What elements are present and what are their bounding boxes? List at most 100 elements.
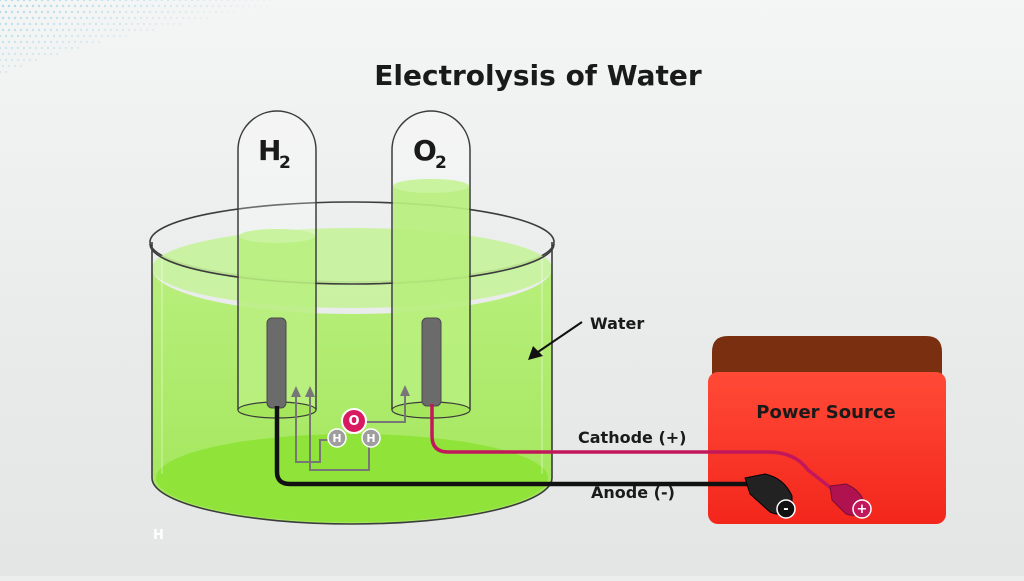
decorative-dot [208,10,212,14]
decorative-dot [169,4,173,8]
decorative-dot [73,4,77,8]
decorative-dot [166,0,170,2]
decorative-dot [0,10,2,14]
decorative-dot [88,10,92,14]
decorative-dot [22,0,26,2]
cathode-electrode [421,317,442,407]
decorative-dot [22,58,26,62]
decorative-dot [121,28,125,32]
decorative-dot [94,10,98,14]
decorative-dot [58,0,62,2]
decorative-dot [55,16,59,20]
decorative-dot [118,10,122,14]
decorative-dot [61,16,65,20]
decorative-dot [10,10,14,14]
decorative-dot [151,16,155,20]
decorative-dot [73,16,77,20]
decorative-dot [79,40,83,44]
decorative-dot [7,64,11,68]
decorative-dot [76,0,80,2]
decorative-dot [115,16,119,20]
decorative-dot [205,16,209,20]
decorative-dot [31,4,35,8]
decorative-dot [118,22,122,26]
oxygen-formula-subscript: 2 [435,153,447,173]
decorative-dot [25,4,29,8]
decorative-dot [25,52,29,56]
decorative-dot [7,52,11,56]
decorative-dot-pattern [0,0,284,74]
decorative-dot [28,34,32,38]
decorative-dot [25,40,29,44]
decorative-dot [160,10,164,14]
decorative-dot [124,34,128,38]
decorative-dot [0,0,2,2]
decorative-dot [172,10,176,14]
decorative-dot [247,4,251,8]
decorative-dot [130,0,134,2]
positive-terminal-symbol: + [857,502,868,517]
decorative-dot [64,0,68,2]
decorative-dot [64,46,68,50]
decorative-dot [193,4,197,8]
decorative-dot [4,58,8,62]
decorative-dot [226,10,230,14]
decorative-dot [22,46,26,50]
decorative-dot [151,28,155,32]
decorative-dot [259,4,263,8]
decorative-dot [70,46,74,50]
decorative-dot [31,52,35,56]
decorative-dot [97,16,101,20]
decorative-dot [166,10,170,14]
decorative-dot [136,22,140,26]
decorative-dot [49,4,53,8]
decorative-dot [217,4,221,8]
decorative-dot [154,10,158,14]
decorative-dot [58,46,62,50]
decorative-dot [205,4,209,8]
decorative-dot [268,0,272,2]
decorative-dot [154,22,158,26]
decorative-dot [169,16,173,20]
decorative-dot [112,0,116,2]
decorative-dot [58,34,62,38]
decorative-dot [118,0,122,2]
decorative-dot [37,28,41,32]
anode-clip: - [744,473,796,519]
diagram-title: Electrolysis of Water [374,59,702,92]
decorative-dot [46,0,50,2]
decorative-dot [76,46,80,50]
decorative-dot [46,10,50,14]
decorative-dot [115,28,119,32]
decorative-dot [100,34,104,38]
anode-electrode [266,317,287,409]
decorative-dot [145,16,149,20]
hydrogen-formula: H [258,134,281,167]
decorative-dot [238,0,242,2]
decorative-dot [19,52,23,56]
decorative-dot [229,4,233,8]
oxygen-test-tube: O 2 [391,110,471,419]
decorative-dot [130,22,134,26]
decorative-dot [31,16,35,20]
power-source-label: Power Source [756,402,895,423]
decorative-dot [256,0,260,2]
decorative-dot [91,4,95,8]
decorative-dot [34,10,38,14]
decorative-dot [43,52,47,56]
decorative-dot [52,34,56,38]
decorative-dot [58,22,62,26]
water-container [149,201,555,525]
decorative-dot [34,22,38,26]
decorative-dot [100,0,104,2]
decorative-dot [61,40,65,44]
power-source: Power Source [708,336,946,524]
decorative-dot [88,22,92,26]
decorative-dot [1,52,5,56]
decorative-dot [52,46,56,50]
decorative-dot [88,0,92,2]
decorative-dot [76,10,80,14]
decorative-dot [13,28,17,32]
decorative-dot [103,4,107,8]
